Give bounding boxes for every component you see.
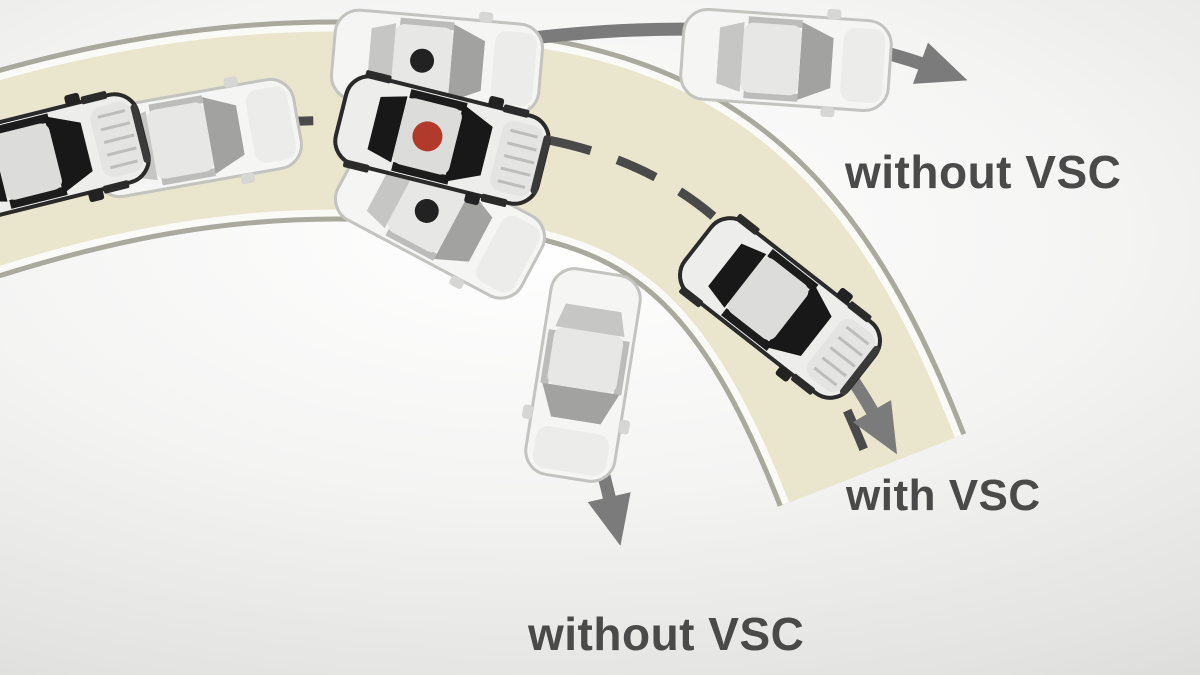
label-without-vsc-bottom: without VSC bbox=[527, 608, 804, 660]
ghost-car-marker-dot bbox=[414, 198, 439, 223]
arrowhead-down-right-icon bbox=[852, 400, 897, 455]
label-with-vsc: with VSC bbox=[845, 471, 1041, 520]
car-spinning-out-without-vsc bbox=[511, 262, 655, 488]
label-without-vsc-top: without VSC bbox=[844, 146, 1121, 198]
car-main-highlighted-red-marker bbox=[325, 59, 560, 221]
car-ghost-straight-ahead bbox=[327, 0, 547, 127]
arrowhead-down-icon bbox=[587, 492, 631, 546]
car-ghost-oversteer bbox=[321, 119, 559, 317]
vsc-car-marker-dot bbox=[412, 121, 443, 152]
arrowhead-right-icon bbox=[912, 42, 968, 84]
ghost-car-marker-dot bbox=[410, 48, 435, 73]
